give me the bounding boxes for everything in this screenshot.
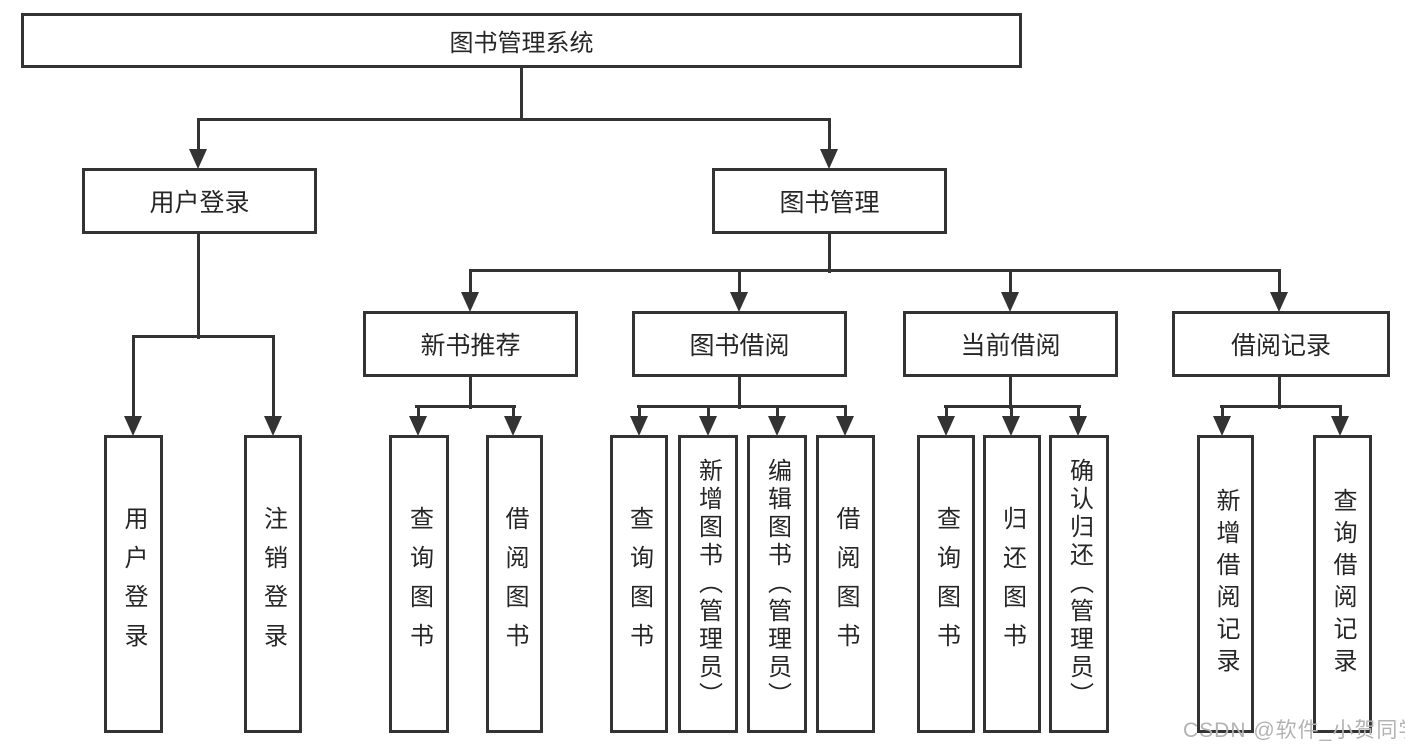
connector-line	[1077, 406, 1080, 420]
connector-line	[132, 336, 135, 420]
node-label: 确认归还（管理员）	[1065, 458, 1093, 710]
arrow-down-icon	[630, 416, 648, 436]
connector-line	[197, 119, 200, 153]
node-label: 借阅图书	[501, 506, 528, 662]
leaf-query-books-newbook: 查询图书	[389, 435, 449, 733]
connector-line	[1009, 375, 1012, 409]
node-borrowing-records: 借阅记录	[1172, 311, 1390, 377]
connector-line	[738, 375, 741, 409]
connector-line	[197, 232, 200, 339]
node-label: 查询借阅记录	[1329, 488, 1356, 680]
connector-line	[132, 335, 275, 338]
connector-line	[415, 405, 516, 408]
arrow-down-icon	[409, 416, 427, 436]
arrow-down-icon	[1270, 292, 1288, 312]
node-label: 用户登录	[120, 506, 147, 662]
arrow-down-icon	[189, 149, 207, 169]
node-user-login: 用户登录	[82, 168, 317, 234]
arrow-down-icon	[768, 416, 786, 436]
node-label: 新增借阅记录	[1212, 488, 1239, 680]
node-label: 借阅图书	[832, 506, 859, 662]
arrow-down-icon	[1213, 416, 1231, 436]
connector-line	[1278, 270, 1281, 296]
connector-line	[272, 336, 275, 420]
connector-line	[844, 406, 847, 420]
leaf-borrow-books-newbook: 借阅图书	[486, 435, 543, 733]
leaf-return-books: 归还图书	[983, 435, 1041, 733]
connector-line	[520, 66, 523, 121]
connector-line	[707, 406, 710, 420]
arrow-down-icon	[699, 416, 717, 436]
connector-line	[637, 405, 847, 408]
node-book-management: 图书管理	[712, 168, 947, 234]
connector-line	[1221, 406, 1224, 420]
arrow-down-icon	[836, 416, 854, 436]
leaf-confirm-return-admin: 确认归还（管理员）	[1049, 435, 1109, 733]
arrow-down-icon	[264, 416, 282, 436]
leaf-query-books-borrowing: 查询图书	[610, 435, 668, 733]
leaf-edit-books-admin: 编辑图书（管理员）	[747, 435, 807, 733]
arrow-down-icon	[1001, 292, 1019, 312]
connector-line	[1220, 405, 1342, 408]
node-label: 查询图书	[625, 506, 653, 662]
node-label: 注销登录	[259, 506, 287, 662]
connector-line	[1010, 406, 1013, 420]
connector-line	[1009, 270, 1012, 296]
connector-line	[469, 269, 1281, 272]
connector-line	[945, 406, 948, 420]
connector-line	[828, 119, 831, 153]
node-label: 当前借阅	[960, 332, 1061, 360]
connector-line	[738, 270, 741, 296]
connector-line	[1339, 406, 1342, 420]
leaf-borrow-books-borrowing: 借阅图书	[816, 435, 875, 733]
connector-line	[638, 406, 641, 420]
node-label: 编辑图书（管理员）	[763, 458, 791, 710]
node-label: 图书管理	[779, 189, 880, 217]
leaf-add-borrow-record: 新增借阅记录	[1197, 435, 1254, 733]
node-label: 新书推荐	[420, 332, 521, 360]
node-label: 归还图书	[998, 506, 1026, 662]
connector-line	[828, 232, 831, 273]
node-label: 借阅记录	[1230, 332, 1331, 360]
arrow-down-icon	[504, 416, 522, 436]
connector-line	[512, 406, 515, 420]
arrow-down-icon	[820, 149, 838, 169]
node-label: 图书管理系统	[449, 30, 594, 57]
connector-line	[469, 270, 472, 296]
leaf-add-books-admin: 新增图书（管理员）	[678, 435, 738, 733]
node-new-book-recommendation: 新书推荐	[363, 311, 578, 377]
connector-line	[197, 118, 831, 121]
watermark: CSDN @软件_小贺同学	[1183, 719, 1405, 742]
leaf-user-login: 用户登录	[104, 435, 163, 733]
leaf-logout: 注销登录	[244, 435, 302, 733]
connector-line	[469, 375, 472, 409]
arrow-down-icon	[937, 416, 955, 436]
node-label: 图书借阅	[689, 332, 790, 360]
connector-line	[417, 406, 420, 420]
arrow-down-icon	[1069, 416, 1087, 436]
node-current-borrowing: 当前借阅	[903, 311, 1118, 377]
node-label: 用户登录	[149, 189, 250, 217]
connector-line	[776, 406, 779, 420]
leaf-query-borrow-record: 查询借阅记录	[1313, 435, 1372, 733]
arrow-down-icon	[461, 292, 479, 312]
node-label: 查询图书	[405, 506, 433, 662]
arrow-down-icon	[124, 416, 142, 436]
connector-line	[1278, 375, 1281, 409]
arrow-down-icon	[1002, 416, 1020, 436]
leaf-query-books-current: 查询图书	[917, 435, 975, 733]
arrow-down-icon	[730, 292, 748, 312]
node-book-borrowing: 图书借阅	[632, 311, 847, 377]
arrow-down-icon	[1331, 416, 1349, 436]
node-library-management-system: 图书管理系统	[21, 13, 1022, 68]
node-label: 查询图书	[932, 506, 960, 662]
node-label: 新增图书（管理员）	[694, 458, 722, 710]
